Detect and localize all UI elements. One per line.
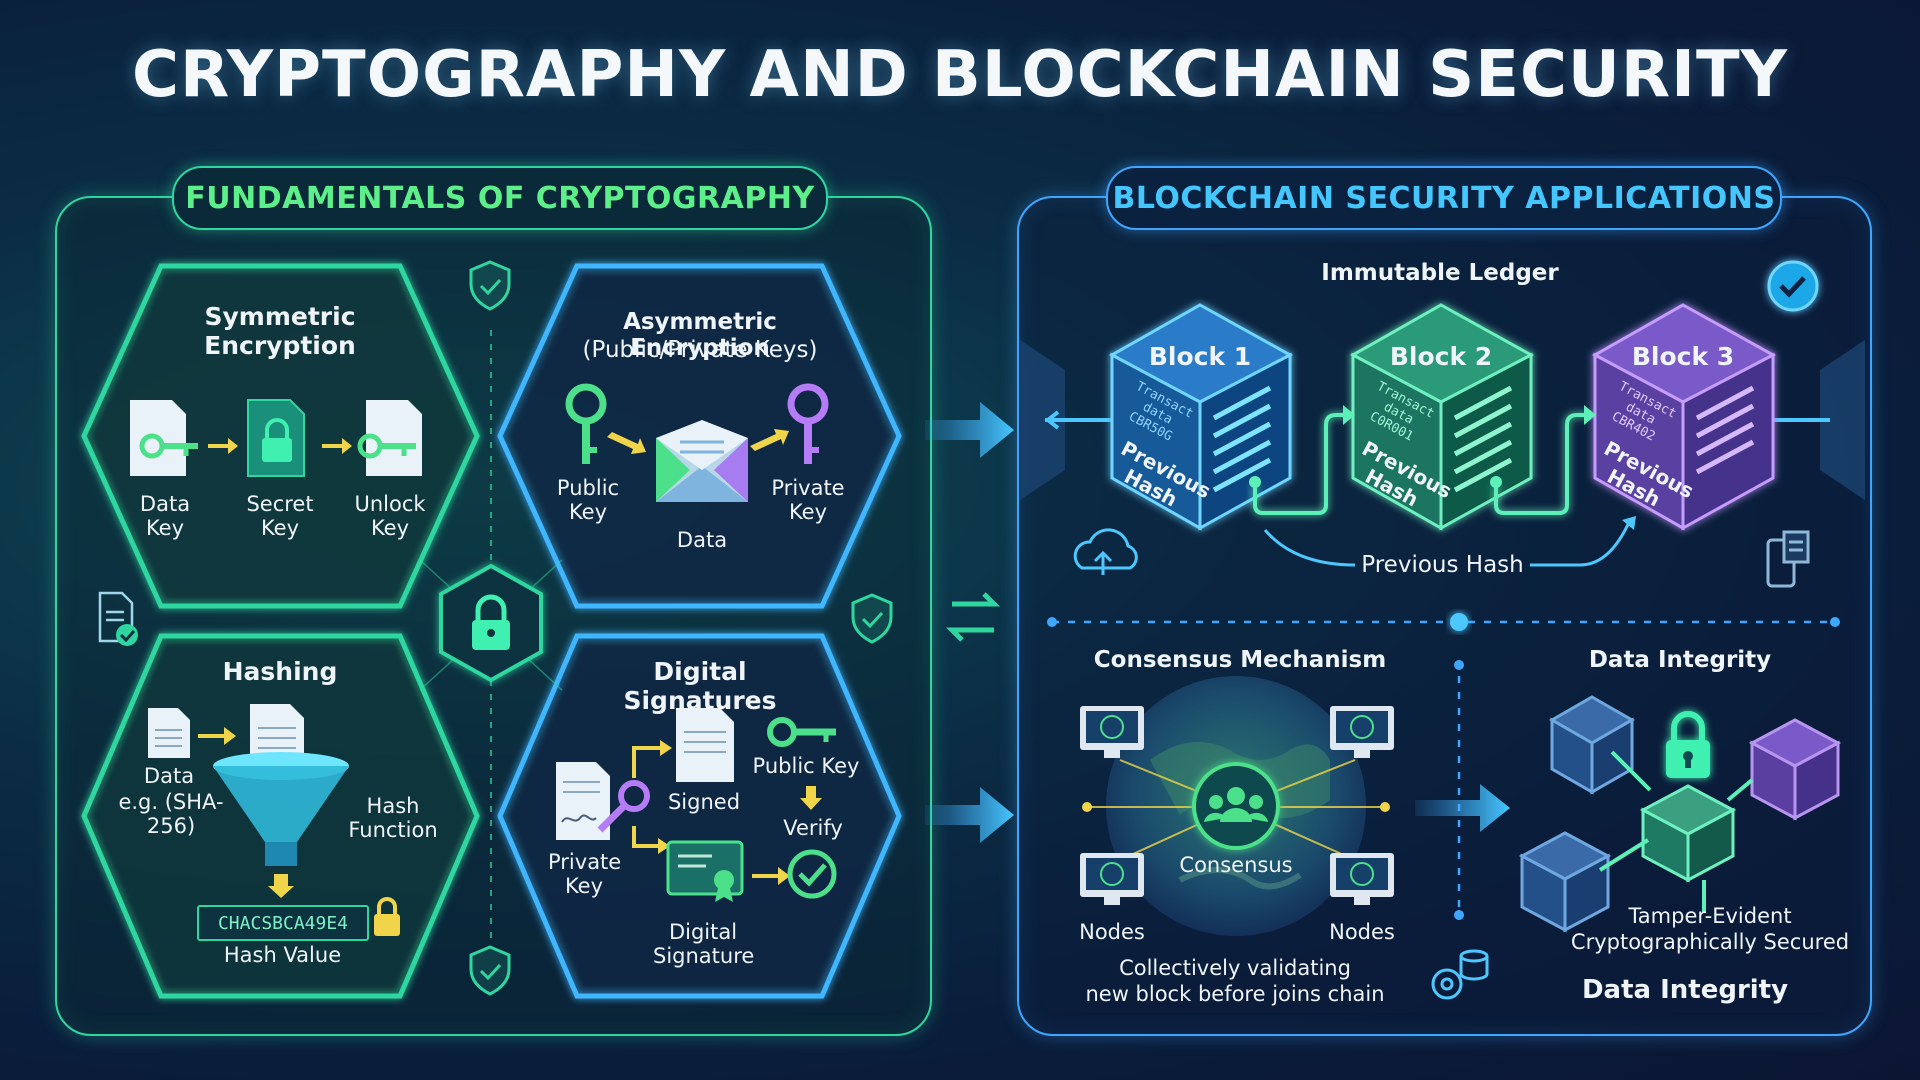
block-3-cube <box>1591 303 1777 531</box>
consensus-title: Consensus Mechanism <box>1093 647 1387 673</box>
block-2-cube <box>1349 303 1535 531</box>
shield-icon-top <box>469 260 511 311</box>
sig-private-key-label: Private Key <box>548 850 622 899</box>
integrity-lock-icon <box>1666 711 1710 778</box>
gear-database-icon <box>1431 949 1489 1000</box>
nodes-left-label: Nodes <box>1079 920 1145 944</box>
hash-example-label: e.g. (SHA-256) <box>118 790 224 839</box>
hash-data-label: Data <box>143 764 195 788</box>
signatures-title: Digital Signatures <box>623 657 777 715</box>
hash-value-box: CHACSBCA49E4 <box>197 905 369 941</box>
block-1-name: Block 1 <box>1148 342 1252 371</box>
arrow-to-integrity <box>1415 784 1510 832</box>
node-monitor-icons <box>1080 706 1394 905</box>
integrity-title: Data Integrity <box>1588 647 1772 673</box>
consensus-caption-2: new block before joins chain <box>1085 982 1385 1006</box>
integrity-cubes <box>1518 695 1842 933</box>
mobile-document-icon <box>1766 530 1810 588</box>
public-key-icon <box>565 383 607 464</box>
verify-label: Verify <box>783 816 843 840</box>
hash-lock-icon <box>374 897 400 936</box>
block-2-name: Block 2 <box>1389 342 1493 371</box>
hash-value-label: Hash Value <box>223 943 342 967</box>
page-title: CRYPTOGRAPHY AND BLOCKCHAIN SECURITY <box>132 38 1788 112</box>
signed-doc-icon <box>676 708 734 782</box>
envelope-icon <box>656 420 748 502</box>
consensus-caption-1: Collectively validating <box>1119 956 1351 980</box>
signature-doc-icon <box>556 762 610 840</box>
verified-badge-icon <box>1767 260 1819 312</box>
unlock-key-doc-icon <box>357 400 422 476</box>
secret-key-label: Secret Key <box>246 492 314 541</box>
asymmetric-subtitle: (Public/Private Keys) <box>582 337 818 363</box>
verify-check-icon <box>787 849 837 899</box>
signed-label: Signed <box>667 790 741 814</box>
nodes-right-label: Nodes <box>1329 920 1395 944</box>
sync-icon <box>945 592 1001 642</box>
private-key-purple-icon <box>787 383 829 464</box>
green-public-key-icon <box>767 717 836 747</box>
sig-public-key-label: Public Key <box>752 754 860 778</box>
signature-private-key-icon <box>597 780 650 833</box>
blockchain-heading: BLOCKCHAIN SECURITY APPLICATIONS <box>1106 166 1782 230</box>
hashing-title: Hashing <box>222 657 338 686</box>
public-key-label: Public Key <box>556 476 620 525</box>
integrity-line-1: Tamper-Evident <box>1628 904 1792 928</box>
arrow-right-top <box>925 402 1014 458</box>
ledger-title: Immutable Ledger <box>1321 260 1559 286</box>
previous-hash-link-label: Previous Hash <box>1361 552 1524 578</box>
digital-signature-label: Digital Signature <box>653 920 755 969</box>
hex-signatures <box>497 633 902 999</box>
fundamentals-heading: FUNDAMENTALS OF CRYPTOGRAPHY <box>172 166 828 230</box>
document-check-icon <box>98 591 138 646</box>
secret-key-lock-icon <box>247 399 305 477</box>
block-1-cube <box>1108 303 1294 531</box>
symmetric-title: Symmetric Encryption <box>204 302 356 360</box>
integrity-line-2: Cryptographically Secured <box>1570 930 1850 954</box>
shield-icon-bottom <box>469 945 511 996</box>
data-key-doc-icon <box>130 400 198 476</box>
integrity-footer: Data Integrity <box>1581 975 1789 1005</box>
consensus-center-label: Consensus <box>1179 853 1293 877</box>
shield-icon-right <box>851 593 893 644</box>
hash-function-label: Hash Function <box>348 794 438 843</box>
certificate-icon <box>666 840 744 902</box>
funnel-icon <box>213 752 349 866</box>
hash-data-doc-icon <box>148 708 190 758</box>
unlock-key-label: Unlock Key <box>354 492 426 541</box>
asymmetric-arrows <box>607 429 789 454</box>
data-key-label: Data Key <box>139 492 191 541</box>
arrow-right-bottom <box>925 787 1014 843</box>
center-lock-icon <box>439 563 543 683</box>
asymmetric-data-label: Data <box>676 528 728 552</box>
private-key-label: Private Key <box>771 476 845 525</box>
symmetric-arrows <box>208 438 352 454</box>
consensus-users-icon <box>1192 762 1280 850</box>
block-3-name: Block 3 <box>1631 342 1735 371</box>
cloud-upload-icon <box>1073 528 1138 575</box>
asymmetric-title: Asymmetric Encryption <box>623 309 777 362</box>
